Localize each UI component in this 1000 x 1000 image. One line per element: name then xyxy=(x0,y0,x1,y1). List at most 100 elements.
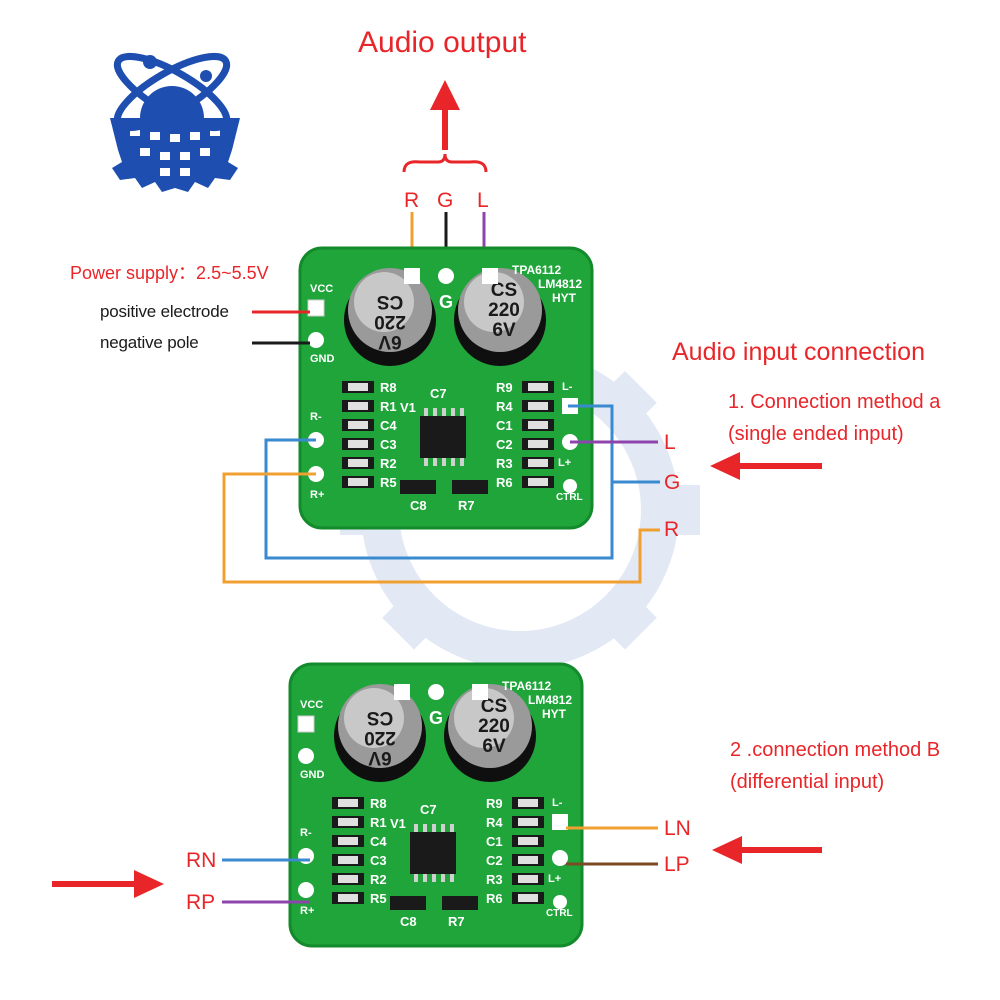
board1-part-right-3: C2 xyxy=(496,437,513,452)
board1-pad-vcc xyxy=(307,299,325,317)
method-a-label: 1. Connection method a xyxy=(728,391,941,413)
board1-smd-left-body-3 xyxy=(348,440,368,448)
power-pointers xyxy=(252,310,310,345)
board2-smd-right-body-1 xyxy=(518,818,538,826)
board2-pad-r xyxy=(394,684,410,700)
board2-vcc-label: VCC xyxy=(300,699,323,711)
board1-smd-right-body-5 xyxy=(528,478,548,486)
board2-ic-pin-top-0 xyxy=(414,824,418,832)
board2-part-left-4: R2 xyxy=(370,872,387,887)
board2-part-left-3: C3 xyxy=(370,853,387,868)
board2-part-right-2: C1 xyxy=(486,834,503,849)
board2-smd-left-body-2 xyxy=(338,837,358,845)
board2-ic-pin-bot-1 xyxy=(423,874,427,882)
board2-pad-r-plus xyxy=(298,882,314,898)
board1-smd-right-body-2 xyxy=(528,421,548,429)
board2-smd-left-body-1 xyxy=(338,818,358,826)
board1-capacitor-shine-1 xyxy=(464,272,524,332)
board2-smd-left-body-5 xyxy=(338,894,358,902)
board1-capacitor-text-1-2: 6V xyxy=(492,320,516,341)
board2-ic-pin-bot-2 xyxy=(432,874,436,882)
board1-ic-pin-top-2 xyxy=(442,408,446,416)
board1-ic-pin-top-3 xyxy=(451,408,455,416)
method-a-note: (single ended input) xyxy=(728,423,904,445)
board1-label-r7: R7 xyxy=(458,498,475,513)
board2-smd-left-body-3 xyxy=(338,856,358,864)
board1-part-left-3: C3 xyxy=(380,437,397,452)
board2-capacitor-text-0-1: 220 xyxy=(364,727,396,748)
board1-label-c8: C8 xyxy=(410,498,427,513)
board2-ic-pin-top-4 xyxy=(450,824,454,832)
board2-ic-pin-top-2 xyxy=(432,824,436,832)
board2-smd-right-body-0 xyxy=(518,799,538,807)
input-a-pin-g: G xyxy=(664,471,681,494)
board1-part-right-5: R6 xyxy=(496,475,513,490)
board2-ic-pin-bot-4 xyxy=(450,874,454,882)
audio-output-title: Audio output xyxy=(358,26,527,59)
board1-chip-label: TPA6112 xyxy=(512,263,561,277)
board2-pad-gnd xyxy=(298,748,314,764)
board2-chip-label: TPA6112 xyxy=(502,679,551,693)
right-arrow-b xyxy=(52,870,164,898)
audio-output-arrow xyxy=(402,80,488,173)
board2-ic-pin-bot-3 xyxy=(441,874,445,882)
board1-ic-chip xyxy=(420,416,466,458)
board1-pad-ctrl xyxy=(563,479,577,493)
board2-ic-pin-top-3 xyxy=(441,824,445,832)
board2-part-right-4: R3 xyxy=(486,872,503,887)
board2-smd-right-body-3 xyxy=(518,856,538,864)
board2-smd-c8 xyxy=(390,896,426,910)
input-b-pin-ln: LN xyxy=(664,817,691,840)
input-b-pin-rp: RP xyxy=(186,891,216,914)
board1-r-plus-label: R+ xyxy=(310,489,324,501)
board2-pad-l-minus xyxy=(552,814,568,830)
board1-smd-right-body-1 xyxy=(528,402,548,410)
board1-smd-right-body-4 xyxy=(528,459,548,467)
board2-part-left-1: R1 xyxy=(370,815,387,830)
board1-part-left-1: R1 xyxy=(380,399,397,414)
board1-smd-right-body-3 xyxy=(528,440,548,448)
board1-brand-label: HYT xyxy=(552,291,577,305)
board1-part-right-2: C1 xyxy=(496,418,513,433)
method-b-wiring xyxy=(222,826,658,904)
board2-smd-right-body-5 xyxy=(518,894,538,902)
board2-pad-vcc xyxy=(297,715,315,733)
board2-label-c7: C7 xyxy=(420,802,437,817)
audio-input-title: Audio input connection xyxy=(672,338,925,366)
board1-part-left-2: C4 xyxy=(380,418,397,433)
board2-pad-r-minus xyxy=(298,848,314,864)
board2-part-left-5: R5 xyxy=(370,891,387,906)
board2-capacitor-shine-0 xyxy=(344,688,404,748)
board2-pin-g-label: G xyxy=(429,708,443,728)
board2-smd-right-body-4 xyxy=(518,875,538,883)
board1-capacitor-text-1-0: CS xyxy=(491,280,517,301)
board1-smd-left-body-4 xyxy=(348,459,368,467)
board1-part-right-4: R3 xyxy=(496,456,513,471)
board1-capacitor-text-0-2: 6V xyxy=(378,331,402,352)
board2-chip-label2: LM4812 xyxy=(528,693,572,707)
board1-ic-pin-bot-0 xyxy=(424,458,428,466)
board2-ic-pin-bot-0 xyxy=(414,874,418,882)
board2-part-right-3: C2 xyxy=(486,853,503,868)
board1-smd-left-body-5 xyxy=(348,478,368,486)
board1-ic-pin-bot-3 xyxy=(451,458,455,466)
board1-part-left-4: R2 xyxy=(380,456,397,471)
board2-part-left-0: R8 xyxy=(370,796,387,811)
board1-pin-g-label: G xyxy=(439,292,453,312)
board1-ic-pin-top-4 xyxy=(460,408,464,416)
power-supply-label: Power supply：2.5~5.5V xyxy=(70,263,269,283)
board1-part-right-0: R9 xyxy=(496,380,513,395)
board2-pad-g xyxy=(428,684,444,700)
board2-smd-right-body-2 xyxy=(518,837,538,845)
board1-smd-left-body-0 xyxy=(348,383,368,391)
board2-r-minus-label: R- xyxy=(300,827,312,839)
board-components: CS2206VCS2206VTPA6112LM4812HYTVCCGNDGR-R… xyxy=(297,263,583,929)
board1-part-right-1: R4 xyxy=(496,399,513,414)
board1-capacitor-shine-0 xyxy=(354,272,414,332)
output-label-g: G xyxy=(437,189,454,212)
board2-smd-left-body-4 xyxy=(338,875,358,883)
board1-chip-label2: LM4812 xyxy=(538,277,582,291)
board2-capacitor-text-1-1: 220 xyxy=(478,716,510,737)
board2-smd-left-body-0 xyxy=(338,799,358,807)
